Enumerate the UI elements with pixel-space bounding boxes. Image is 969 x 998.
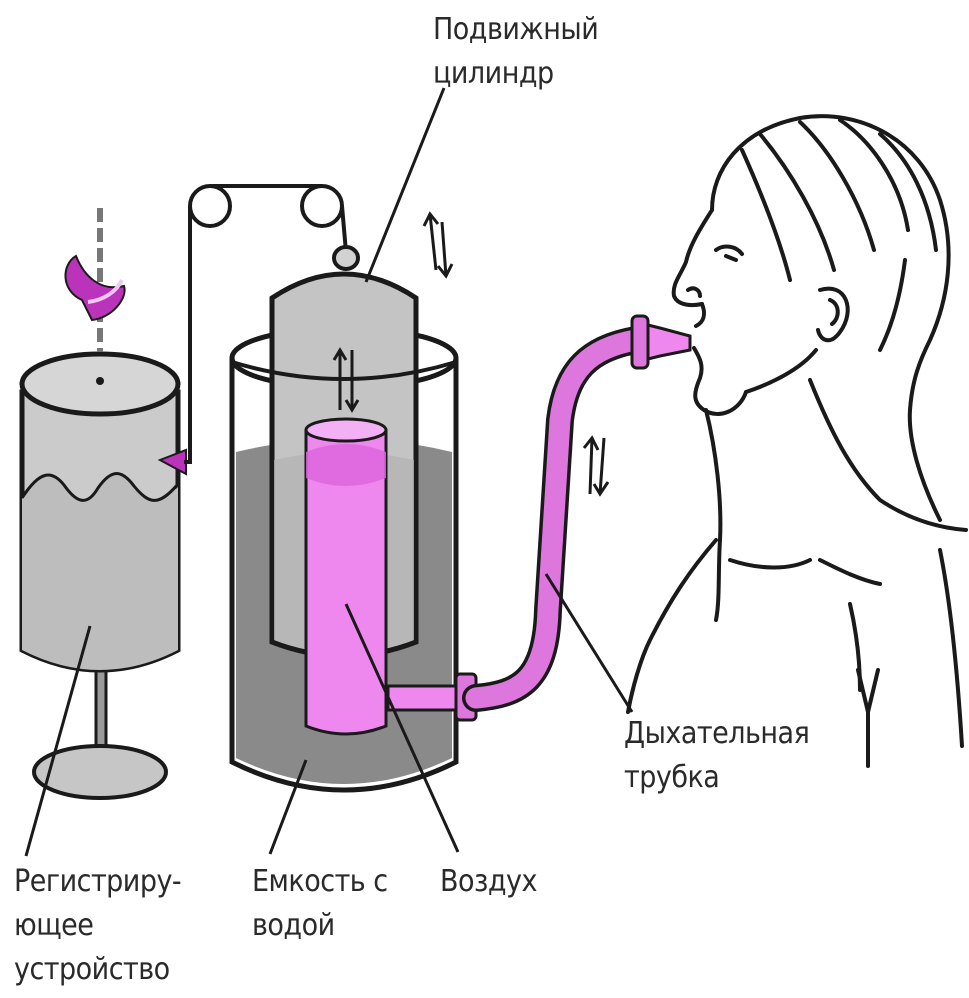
person-profile (628, 116, 966, 766)
label-water-tank: Емкость с водой (252, 860, 388, 948)
label-line: ющее (14, 904, 181, 948)
label-air: Воздух (440, 860, 537, 904)
tank-outlet (388, 686, 460, 710)
left-pulley (190, 186, 230, 226)
label-line: цилиндр (433, 52, 598, 96)
cylinder-knob (334, 247, 358, 269)
right-pulley (302, 186, 342, 226)
label-line: Подвижный (433, 8, 598, 52)
label-line: водой (252, 904, 388, 948)
breathing-tube (476, 316, 690, 698)
label-line: Емкость с (252, 860, 388, 904)
label-breathing-tube: Дыхательная трубка (624, 712, 809, 800)
label-recording-device: Регистриру- ющее устройство (14, 860, 181, 992)
label-moving-cylinder: Подвижный цилиндр (433, 8, 598, 96)
label-line: устройство (14, 948, 181, 992)
label-line: трубка (624, 756, 809, 800)
label-line: Регистриру- (14, 860, 181, 904)
recording-band (20, 474, 180, 701)
recording-device (20, 208, 186, 798)
water-tank (232, 247, 476, 790)
label-line: Воздух (440, 860, 537, 904)
label-line: Дыхательная (624, 712, 809, 756)
